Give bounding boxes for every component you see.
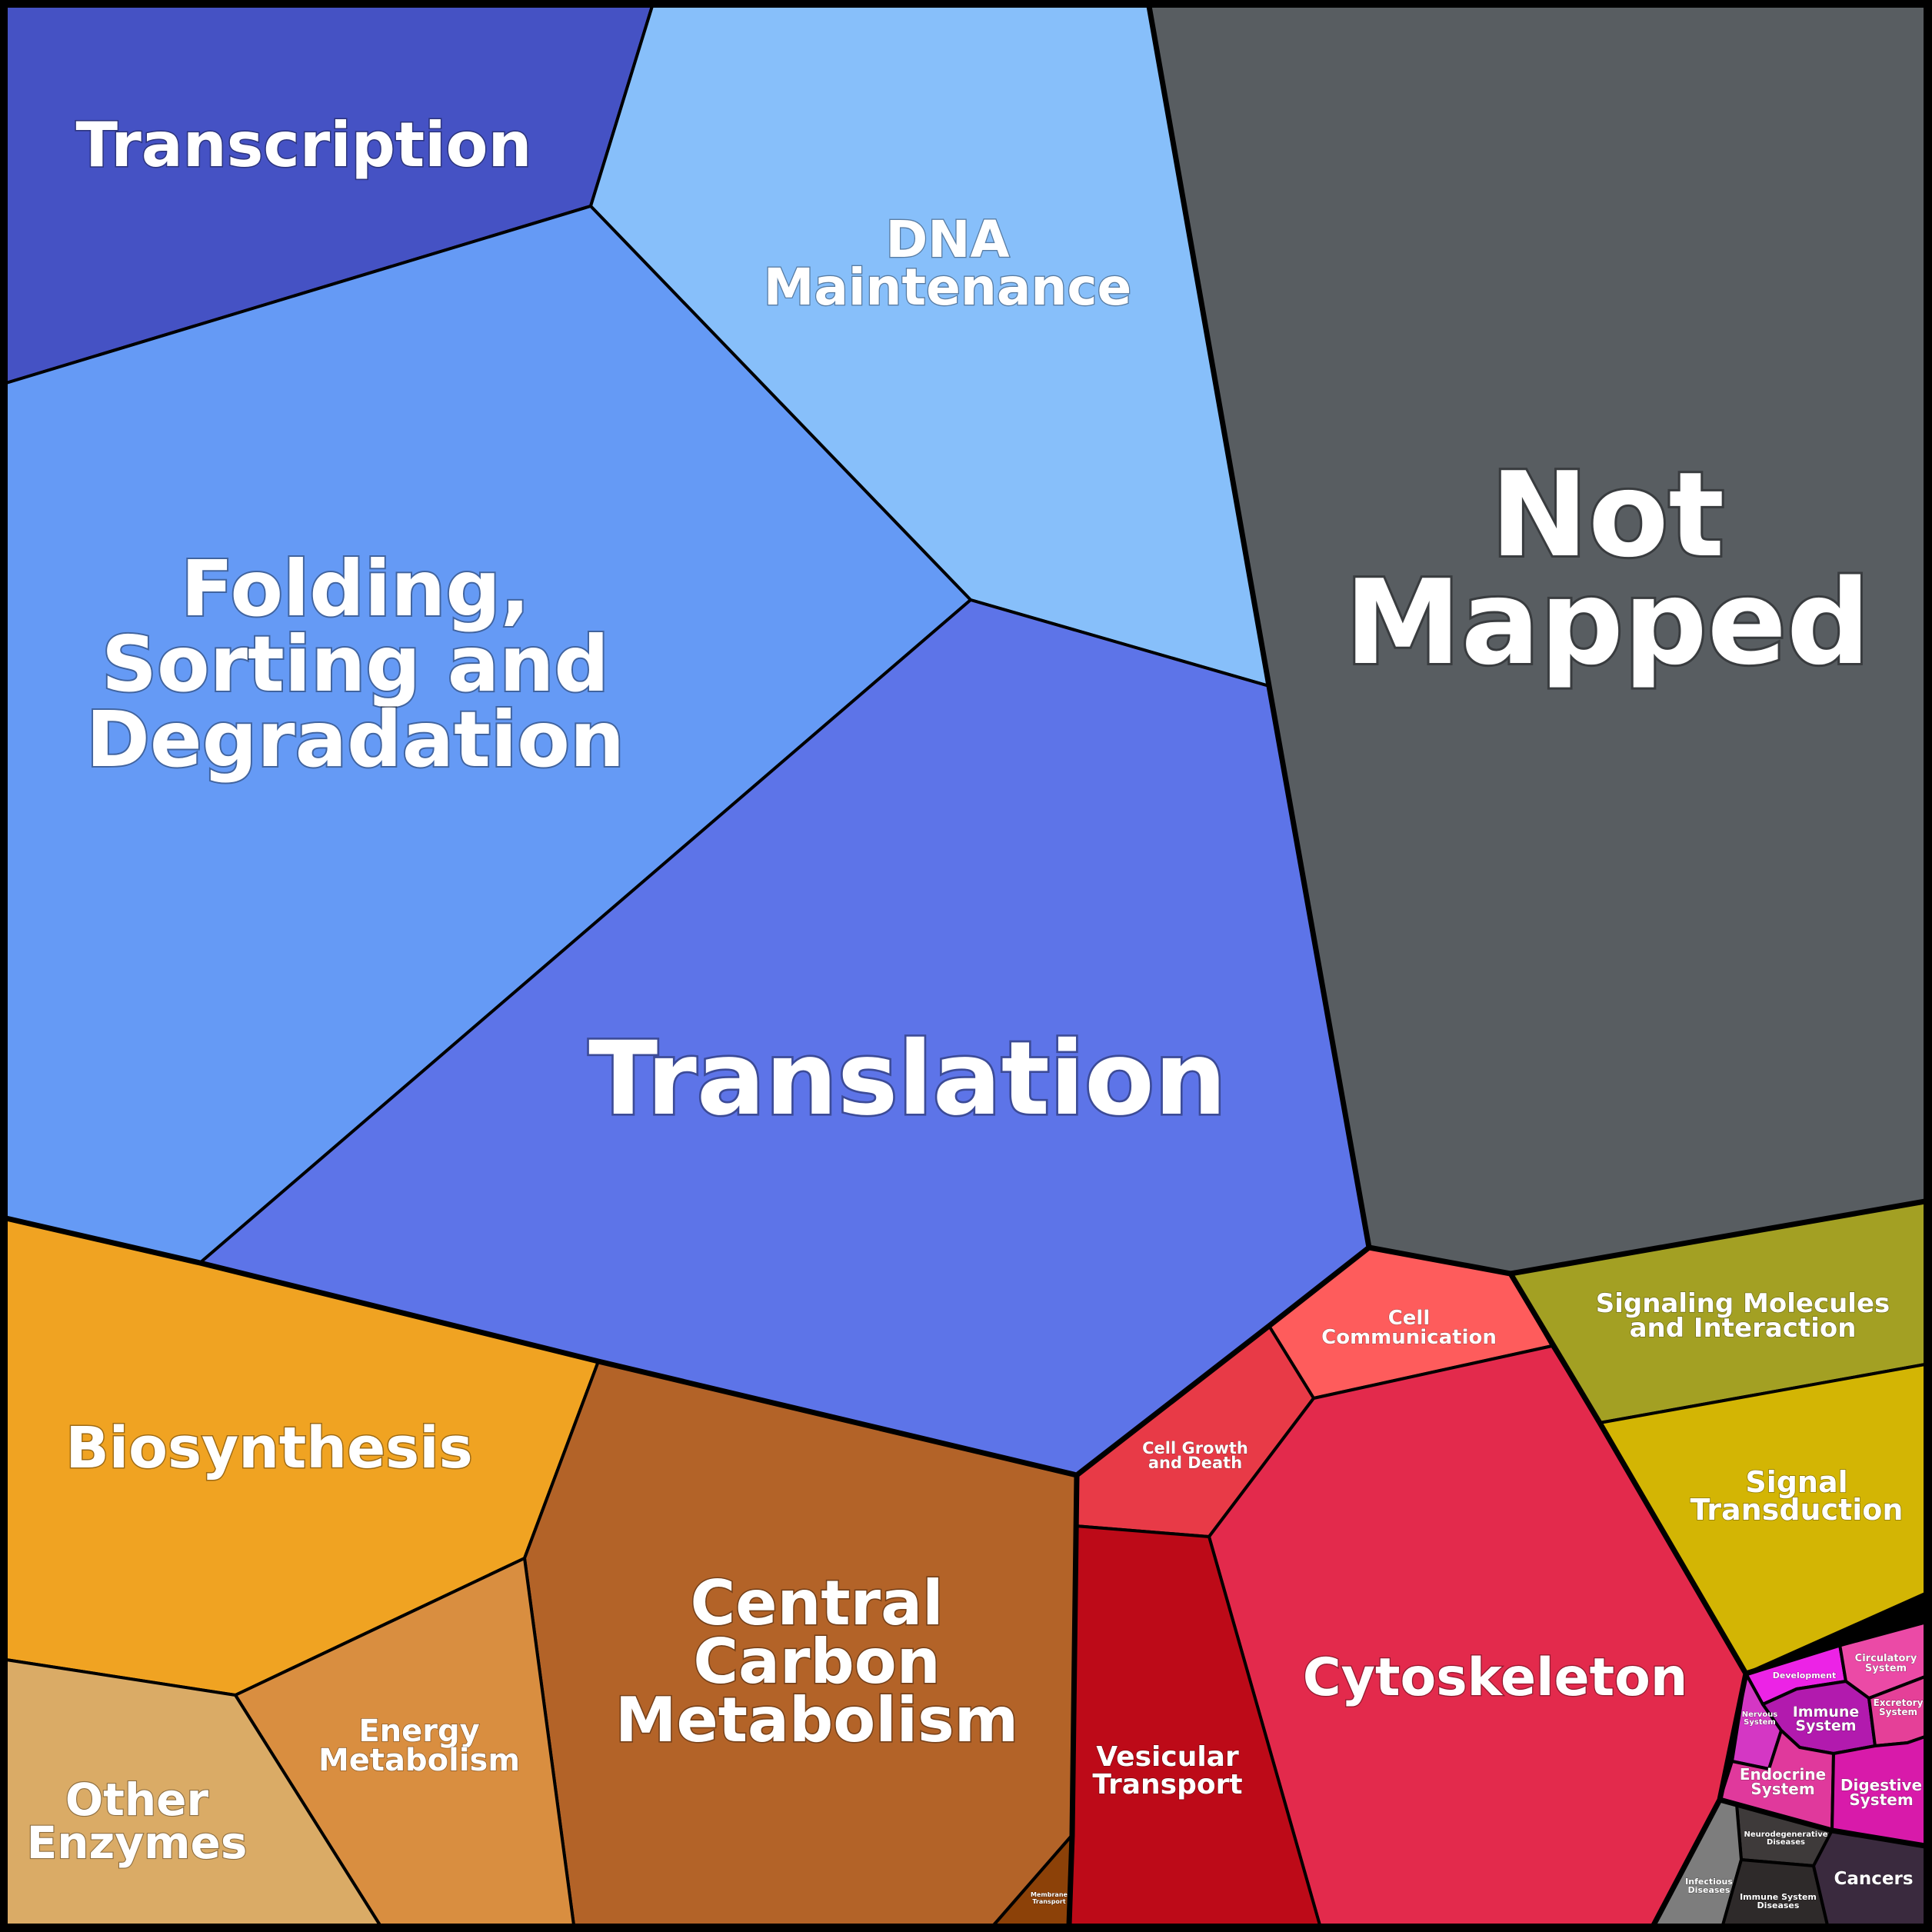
group-boundary-6 [1719,1797,1926,1849]
label-line: Not [1491,447,1724,583]
label-line: Metabolism [615,1684,1018,1756]
label-line: Vesicular [1096,1741,1239,1773]
label-line: Signal [1745,1465,1847,1499]
label-line: Immune System [1740,1892,1817,1902]
label-line: and Death [1148,1454,1242,1472]
label-line: System [1750,1780,1814,1798]
label-development: Development [1773,1671,1836,1681]
label-line: System [1879,1707,1917,1717]
label-line: Energy [358,1714,479,1749]
label-line: Communication [1321,1326,1497,1349]
label-line: Transport [1092,1769,1242,1800]
label-line: Other [65,1774,209,1826]
label-line: Diseases [1688,1885,1730,1895]
label-translation: Translation [588,1020,1227,1138]
label-line: Signaling Molecules [1596,1288,1890,1319]
cells-layer [5,5,1927,1927]
label-line: Translation [588,1020,1227,1138]
label-transcription: Transcription [76,109,532,181]
group-boundaries [5,5,1926,1927]
label-line: Carbon [693,1626,940,1697]
label-line: Transduction [1690,1493,1904,1527]
label-line: System [1865,1663,1907,1674]
label-line: Diseases [1757,1900,1800,1910]
label-line: System [1795,1717,1856,1734]
label-line: Metabolism [318,1743,520,1778]
label-line: Nervous [1742,1710,1778,1719]
label-line: Circulatory [1855,1653,1917,1664]
label-line: Membrane [1031,1891,1068,1898]
group-boundary-2 [1066,1474,1080,1926]
group-boundary-5 [1744,1618,1926,1677]
label-line: Enzymes [27,1817,248,1869]
label-line: Central [690,1567,943,1639]
label-line: Endocrine [1740,1765,1826,1784]
label-line: Diseases [1767,1838,1805,1847]
label-line: Transcription [76,109,532,181]
label-line: Cell Growth [1142,1439,1248,1457]
label-line: Neurodegenerative [1744,1830,1827,1839]
label-line: Transport [1032,1898,1066,1905]
label-line: Sorting and [102,619,609,709]
label-line: Maintenance [764,258,1132,317]
label-line: Cancers [1834,1869,1913,1889]
group-boundary-1 [5,5,1372,1478]
label-line: Development [1773,1671,1836,1681]
label-line: Folding, [181,544,530,634]
label-line: DNA [885,210,1009,269]
label-line: Immune [1793,1704,1860,1720]
label-line: Digestive [1840,1776,1922,1794]
label-line: Degradation [86,695,625,784]
label-line: Excretory [1874,1697,1924,1708]
label-line: Cytoskeleton [1303,1647,1688,1708]
label-biosynthesis: Biosynthesis [65,1415,472,1481]
label-line: System [1849,1790,1913,1809]
label-line: Cell [1388,1307,1431,1330]
label-line: Mapped [1344,555,1870,691]
label-line: Biosynthesis [65,1415,472,1481]
label-line: and Interaction [1630,1313,1857,1344]
label-cancers: Cancers [1834,1869,1913,1889]
label-cytoskeleton: Cytoskeleton [1303,1647,1688,1708]
label-line: Infectious [1685,1877,1733,1887]
label-line: System [1744,1718,1776,1727]
